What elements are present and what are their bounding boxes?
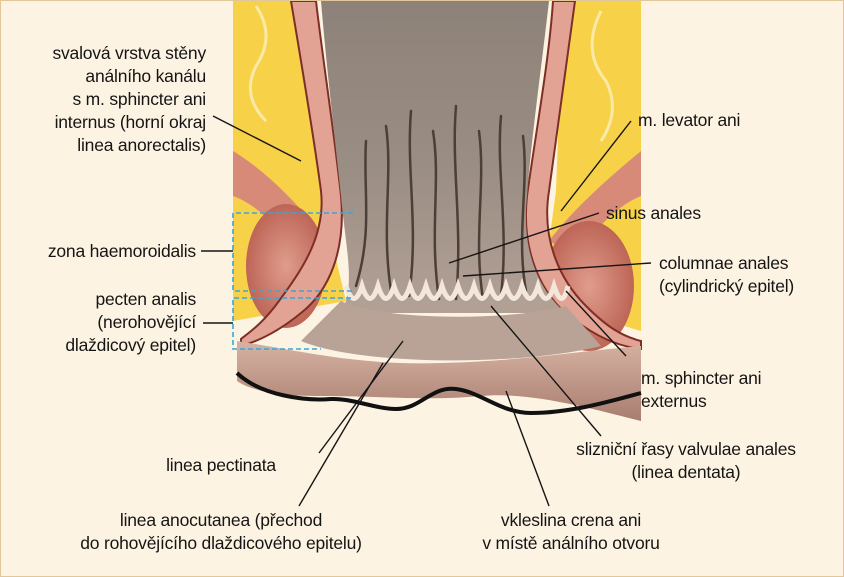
label-crena-ani: vkleslina crena ani v místě análního otv… (461, 509, 681, 555)
label-muscle-layer: svalová vrstva stěny análního kanálu s m… (6, 42, 206, 157)
label-columnae-anales: columnae anales (cylindrický epitel) (659, 252, 839, 298)
label-linea-pectinata: linea pectinata (141, 454, 301, 477)
label-zona-haemoroidalis: zona haemoroidalis (6, 240, 196, 263)
label-sphincter-externus: m. sphincter ani externus (641, 367, 831, 413)
label-linea-anocutanea: linea anocutanea (přechod do rohovějícíh… (31, 509, 411, 555)
label-pecten-analis: pecten analis (nerohovějící dlaždicový e… (6, 288, 196, 357)
anal-lumen (321, 1, 566, 313)
label-levator-ani: m. levator ani (638, 109, 838, 132)
label-sinus-anales: sinus anales (606, 202, 806, 225)
label-valvulae-anales: slizniční řasy valvulae anales (linea de… (546, 438, 826, 484)
